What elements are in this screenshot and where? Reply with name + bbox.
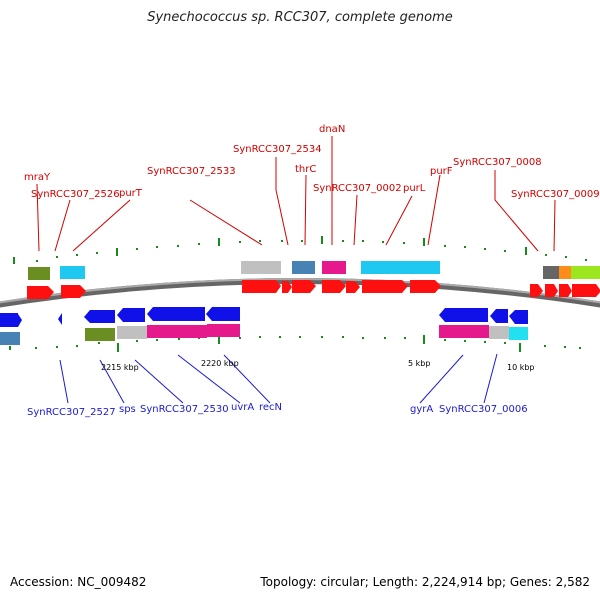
reverse-cds	[0, 307, 528, 327]
label-purT: purT	[119, 188, 143, 199]
label-SynRCC307_2533: SynRCC307_2533	[147, 166, 236, 177]
label-SynRCC307_0009: SynRCC307_0009	[511, 189, 600, 200]
label-SynRCC307_0006: SynRCC307_0006	[439, 404, 528, 415]
bottom-connectors	[59, 353, 498, 404]
genome-summary-text: Topology: circular; Length: 2,224,914 bp…	[260, 575, 590, 589]
label-SynRCC307_2530: SynRCC307_2530	[140, 404, 229, 415]
label-sps: sps	[119, 404, 136, 415]
scale-labels: 2215 kbp 2220 kbp 5 kbp 10 kbp	[101, 359, 535, 372]
top-feature-boxes	[28, 261, 600, 280]
scale-label-2220kbp: 2220 kbp	[201, 359, 239, 368]
label-purF: purF	[430, 166, 453, 177]
label-SynRCC307_0008: SynRCC307_0008	[453, 157, 542, 168]
accession-text: Accession: NC_009482	[10, 575, 147, 589]
bottom-ticks	[9, 335, 581, 352]
top-labels: mraY SynRCC307_2526 purT SynRCC307_2533 …	[24, 124, 600, 200]
label-thrC: thrC	[295, 164, 316, 175]
scale-label-2215kbp: 2215 kbp	[101, 363, 139, 372]
bottom-labels: SynRCC307_2527 sps SynRCC307_2530 uvrA r…	[27, 402, 528, 418]
label-SynRCC307_2534: SynRCC307_2534	[233, 144, 322, 155]
label-SynRCC307_2526: SynRCC307_2526	[31, 189, 120, 200]
label-SynRCC307_0002: SynRCC307_0002	[313, 183, 402, 194]
label-SynRCC307_2527: SynRCC307_2527	[27, 407, 116, 418]
label-uvrA: uvrA	[231, 402, 254, 413]
forward-cds	[27, 280, 600, 299]
scale-label-5kbp: 5 kbp	[408, 359, 430, 368]
bottom-feature-boxes	[0, 324, 528, 345]
map-title: Synechococcus sp. RCC307, complete genom…	[147, 10, 453, 25]
top-connectors	[36, 136, 556, 252]
label-dnaN: dnaN	[319, 124, 345, 135]
scale-label-10kbp: 10 kbp	[507, 363, 535, 372]
label-purL: purL	[403, 183, 426, 194]
top-ticks	[13, 236, 587, 264]
label-gyrA: gyrA	[410, 404, 433, 415]
label-recN: recN	[259, 402, 282, 413]
label-mraY: mraY	[24, 172, 51, 183]
